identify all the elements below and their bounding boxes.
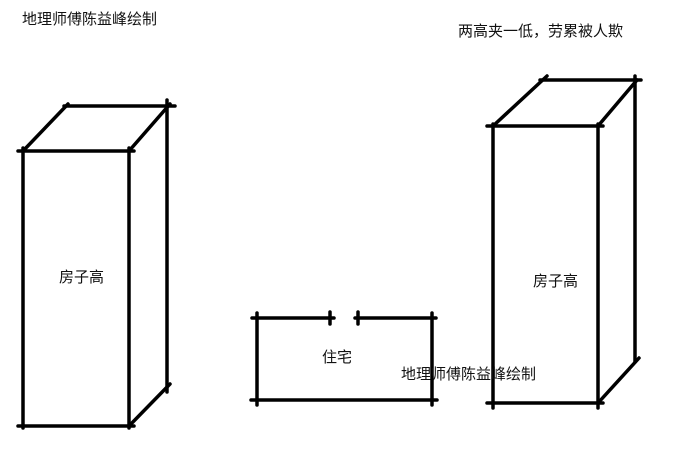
right-building-label: 房子高 [533,272,579,290]
right-tall-building [485,74,643,410]
right-building-top-left-diagonal [491,74,549,128]
left-building-label: 房子高 [59,268,105,286]
watermark-top: 地理师傅陈益峰绘制 [22,10,158,28]
house-label: 住宅 [322,348,353,366]
right-building-top-right-diagonal [596,78,639,128]
left-building-bottom-right-diagonal [127,382,172,428]
left-building-top-right-diagonal [127,102,172,153]
left-building-top-left-diagonal [21,102,70,153]
caption: 两高夹一低，劳累被人欺 [458,22,624,40]
low-house [249,310,439,407]
right-building-bottom-right-diagonal [596,356,641,405]
watermark-bottom: 地理师傅陈益峰绘制 [401,365,537,383]
left-tall-building [16,98,177,430]
